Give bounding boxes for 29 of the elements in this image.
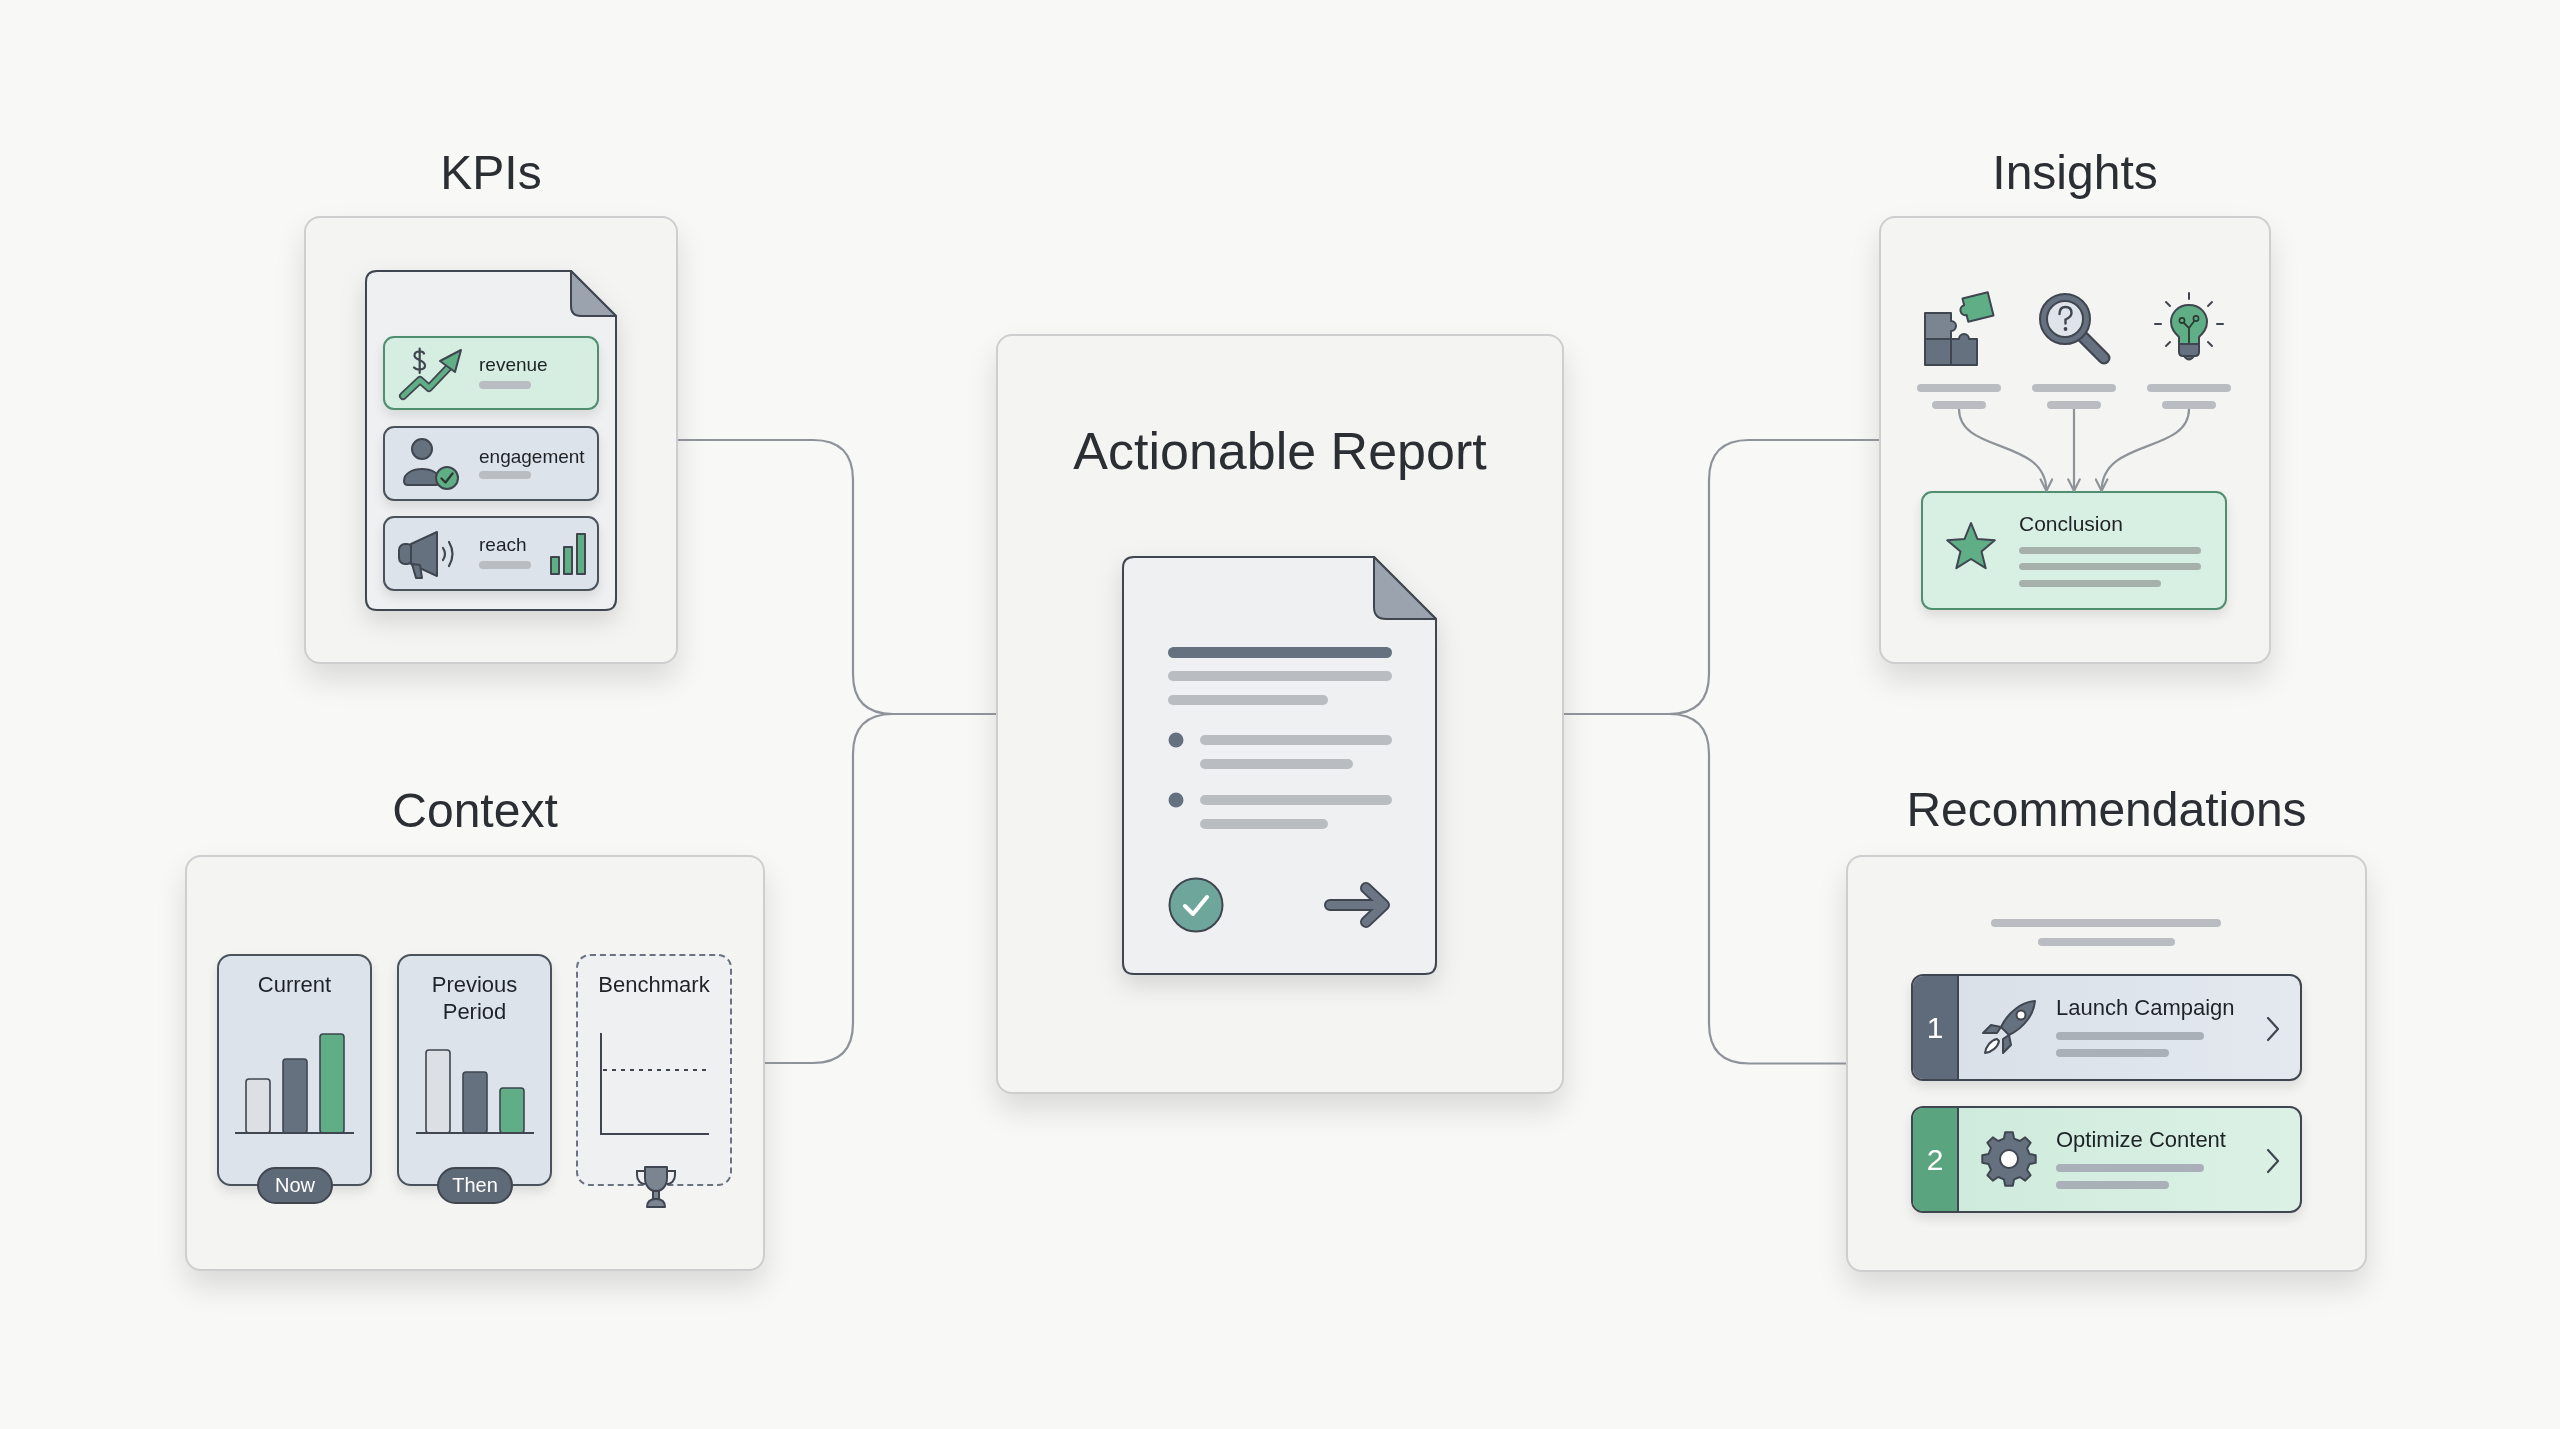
arrow <box>2067 409 2081 493</box>
metric-label: reach <box>479 534 527 556</box>
period-tag: Now <box>257 1167 333 1204</box>
card-title: Benchmark <box>598 971 710 998</box>
panel-heading: Context <box>392 783 558 839</box>
period-tag: Then <box>437 1167 513 1204</box>
benchmark-card <box>576 954 732 1186</box>
metric-label: engagement <box>479 446 585 468</box>
card-title: Optimize Content <box>2056 1127 2226 1153</box>
metric-card <box>383 516 599 591</box>
panel-heading: KPIs <box>440 145 542 201</box>
arrow <box>2096 408 2191 493</box>
card-title: Launch Campaign <box>2056 995 2235 1021</box>
metric-card <box>383 426 599 501</box>
step-number: 1 <box>1913 976 1959 1079</box>
card-title: Conclusion <box>2019 512 2123 536</box>
metric-card <box>383 336 599 410</box>
conclusion-card <box>1921 491 2227 610</box>
panel <box>996 334 1564 1094</box>
panel-heading: Insights <box>1992 145 2158 201</box>
arrow <box>1957 408 2052 493</box>
panel-title: Actionable Report <box>1073 421 1487 481</box>
card-title: Previous Period <box>431 971 518 1025</box>
step-number: 2 <box>1913 1108 1959 1211</box>
recommendation-card <box>1911 1106 2302 1213</box>
panel-heading: Recommendations <box>1906 782 2307 838</box>
recommendation-card <box>1911 974 2302 1081</box>
metric-label: revenue <box>479 354 548 376</box>
card-title: Current <box>257 971 332 998</box>
